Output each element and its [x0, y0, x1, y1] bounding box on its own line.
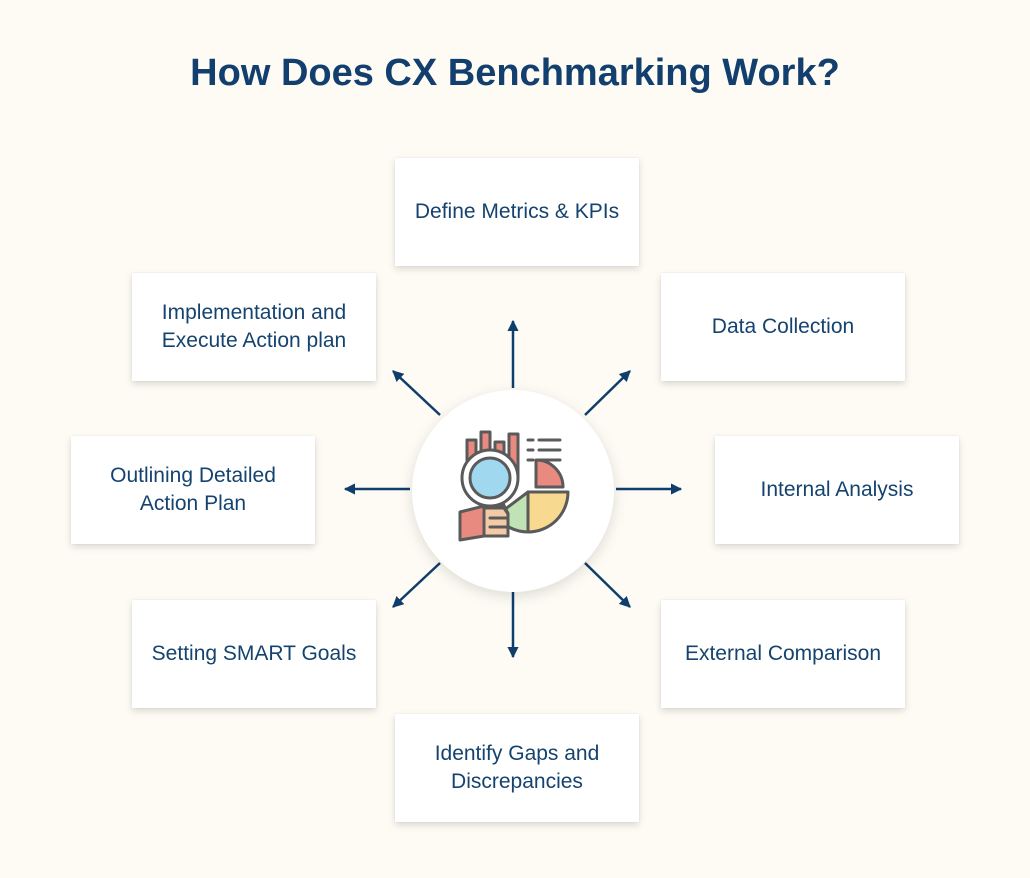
arrow-down-left — [392, 562, 441, 608]
step-label: Identify Gaps and Discrepancies — [434, 742, 600, 793]
step-label: Define Metrics & KPIs — [414, 200, 620, 223]
step-setting-goals: Setting SMART Goals — [132, 600, 376, 708]
step-identify-gaps: Identify Gaps and Discrepancies — [395, 714, 639, 822]
arrow-up-right — [584, 370, 631, 416]
page-title: How Does CX Benchmarking Work? — [190, 52, 840, 94]
benchmark-analytics-icon — [458, 430, 570, 542]
step-label: Outlining Detailed Action Plan — [110, 464, 276, 515]
step-label: External Comparison — [684, 642, 882, 665]
step-implementation: Implementation and Execute Action plan — [132, 273, 376, 381]
center-hub — [412, 390, 614, 592]
arrow-up-left — [392, 370, 441, 416]
step-label: Implementation and Execute Action plan — [161, 301, 347, 352]
arrow-down-right — [584, 562, 631, 608]
step-external-comparison: External Comparison — [661, 600, 905, 708]
step-label: Setting SMART Goals — [151, 642, 357, 665]
step-define-metrics: Define Metrics & KPIs — [395, 158, 639, 266]
step-label: Data Collection — [711, 315, 855, 338]
step-data-collection: Data Collection — [661, 273, 905, 381]
step-action-plan: Outlining Detailed Action Plan — [71, 436, 315, 544]
step-label: Internal Analysis — [760, 478, 914, 501]
step-internal-analysis: Internal Analysis — [715, 436, 959, 544]
